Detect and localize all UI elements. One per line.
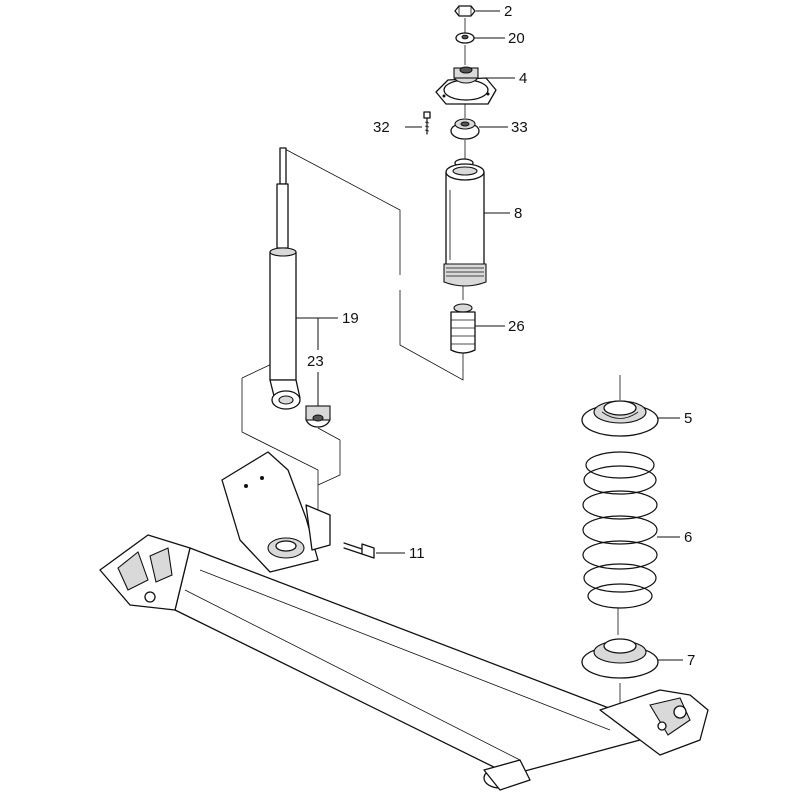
upper-spring-seat-part-5 — [581, 400, 659, 437]
rear-axle-beam — [99, 451, 709, 791]
callout-7: 7 — [687, 652, 695, 669]
callout-5: 5 — [684, 410, 692, 427]
assembly-guide-lines — [241, 18, 621, 705]
callout-labels: 2 20 4 32 33 8 19 23 26 5 6 11 7 — [307, 3, 695, 669]
callout-33: 33 — [511, 119, 528, 136]
callout-26: 26 — [508, 318, 525, 335]
bolt-part-11 — [343, 542, 375, 559]
bushing-part-23 — [305, 405, 331, 428]
washer-part-20 — [455, 32, 475, 44]
shock-absorber-part-19 — [269, 147, 301, 410]
nut-part-2 — [454, 5, 476, 17]
bump-stop-part-26 — [450, 303, 476, 354]
bolt-part-32 — [423, 111, 431, 135]
callout-2: 2 — [504, 3, 512, 20]
callout-23: 23 — [307, 353, 324, 370]
callout-20: 20 — [508, 30, 525, 47]
lower-spring-seat-part-7 — [581, 638, 659, 679]
callout-6: 6 — [684, 529, 692, 546]
leader-lines — [296, 10, 683, 661]
callout-11: 11 — [409, 545, 425, 562]
dust-boot-part-8 — [443, 158, 487, 287]
coil-spring-part-6 — [582, 451, 658, 609]
bearing-seat-part-33 — [450, 118, 480, 140]
callout-19: 19 — [342, 310, 359, 327]
upper-mount-part-4 — [435, 66, 497, 105]
callout-8: 8 — [514, 205, 522, 222]
callout-32: 32 — [373, 119, 390, 136]
callout-4: 4 — [519, 70, 527, 87]
